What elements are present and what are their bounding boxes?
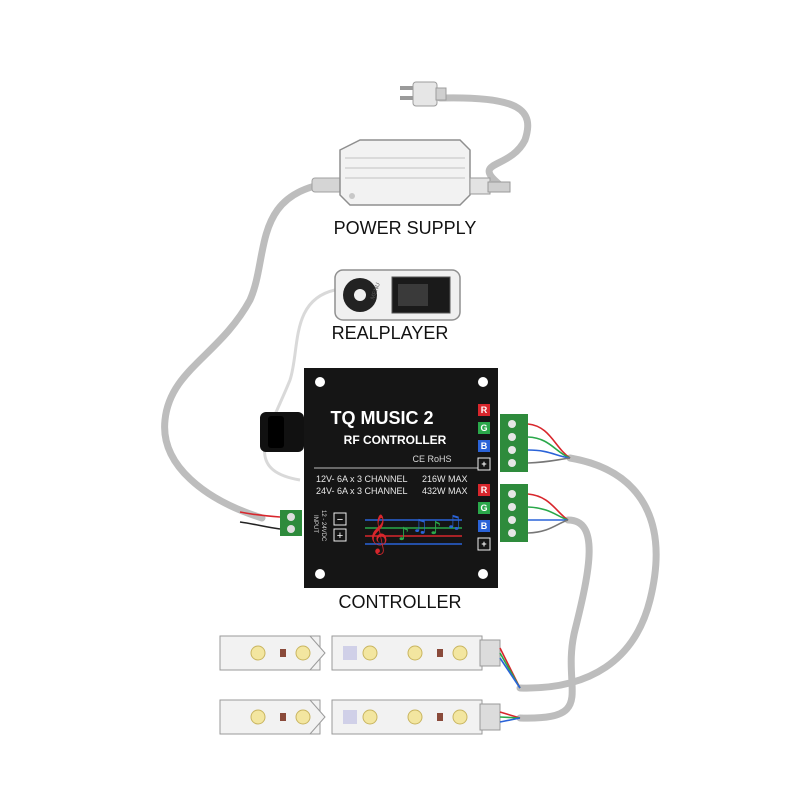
terminal-screw [287,513,295,521]
led-strip-1 [219,635,501,671]
output-cable-1 [516,454,660,692]
input-label: INPUT [312,515,318,533]
menu-text: MENU [370,282,382,301]
terminal-plus-box [477,457,491,471]
terminal-g-label: G [480,423,487,433]
led-chip [295,645,311,661]
solder-pads [343,710,357,724]
mounting-hole [478,569,488,579]
input-plus-box [333,528,347,542]
strip-cut-end [309,635,326,671]
spec-line-1-right: 216W MAX [422,474,468,484]
realplayer-label: REALPLAYER [332,323,449,343]
ac-socket [469,177,491,195]
screen-glare [398,284,428,306]
note-icon: ♫ [412,516,428,537]
ac-plug [400,81,447,107]
terminal-g-box [478,422,490,434]
controller-plate [304,368,498,588]
input-minus-box [333,512,347,526]
strip-cut-end [309,699,326,735]
power-supply-device [311,139,511,206]
led-chip [407,645,423,661]
controller-label: CONTROLLER [338,592,461,612]
input-voltage-label: 12 - 24VDC [320,510,326,542]
terminal-b-label: B [481,441,488,451]
terminal-r-box [478,484,490,496]
power-supply-label: POWER SUPPLY [334,218,477,238]
mounting-hole [315,377,325,387]
rgb-wires [239,423,571,534]
dc-connector [311,177,343,193]
terminal-screw [287,525,295,533]
strip-wires [499,647,521,723]
audio-cable [263,288,336,482]
controller-device: TQ MUSIC 2 RF CONTROLLER CE RoHS 12V- 6A… [260,368,528,588]
plug-body [412,81,438,107]
input-terminal-block [280,510,302,536]
led-chip [362,645,378,661]
output-1-labels: R G B + [477,404,491,471]
treble-clef-icon: 𝄞 [368,514,388,555]
spec-line-1-left: 12V- 6A x 3 CHANNEL [316,474,408,484]
led-chip [362,709,378,725]
mounting-hole [315,569,325,579]
ac-cable [436,94,532,189]
resistor [280,649,286,657]
terminal-b-box [478,440,490,452]
center-button [354,289,366,301]
terminal-plus-label: + [481,459,486,469]
terminal-plus-label: + [481,539,486,549]
controller-subtitle: RF CONTROLLER [344,433,447,447]
music-notes-graphic: 𝄞 ♪ ♫ ♪ ♫ [365,512,462,555]
plug-neck [435,87,447,101]
resistor [280,713,286,721]
realplayer-device: MENU [334,269,461,321]
mounting-hole [478,377,488,387]
led-chip [295,709,311,725]
spec-line-2-left: 24V- 6A x 3 CHANNEL [316,486,408,496]
plug-prong [400,86,414,90]
certification-text: CE RoHS [412,454,451,464]
output-2-labels: R G B + [477,484,491,551]
dc-cable [161,178,342,522]
terminal-b-box [478,520,490,532]
terminal-r-box [478,404,490,416]
led-indicator [349,193,355,199]
resistor [437,713,443,721]
terminal-r-label: R [481,405,488,415]
power-supply-box [339,139,471,206]
controller-title: TQ MUSIC 2 [330,408,433,428]
spec-line-2-right: 432W MAX [422,486,468,496]
led-chip [250,645,266,661]
terminal-b-label: B [481,521,488,531]
output-cable-2 [516,516,593,722]
terminal-g-box [478,502,490,514]
strip-connector [479,703,501,731]
note-icon: ♫ [446,512,462,533]
led-strip-2 [219,699,501,735]
note-icon: ♪ [398,524,410,545]
terminal-r-label: R [481,485,488,495]
resistor [437,649,443,657]
terminal-plus-box [477,537,491,551]
led-chip [407,709,423,725]
led-chip [452,645,468,661]
terminal-g-label: G [480,503,487,513]
cables [161,94,660,722]
ac-connector [487,181,511,193]
plug-prong [400,96,414,100]
solder-pads [343,646,357,660]
input-minus-sign: − [337,514,343,526]
note-icon: ♪ [430,518,442,539]
strip-connector [479,639,501,667]
led-chip [250,709,266,725]
rf-antenna [268,416,284,448]
led-chip [452,709,468,725]
input-plus-sign: + [337,530,343,542]
